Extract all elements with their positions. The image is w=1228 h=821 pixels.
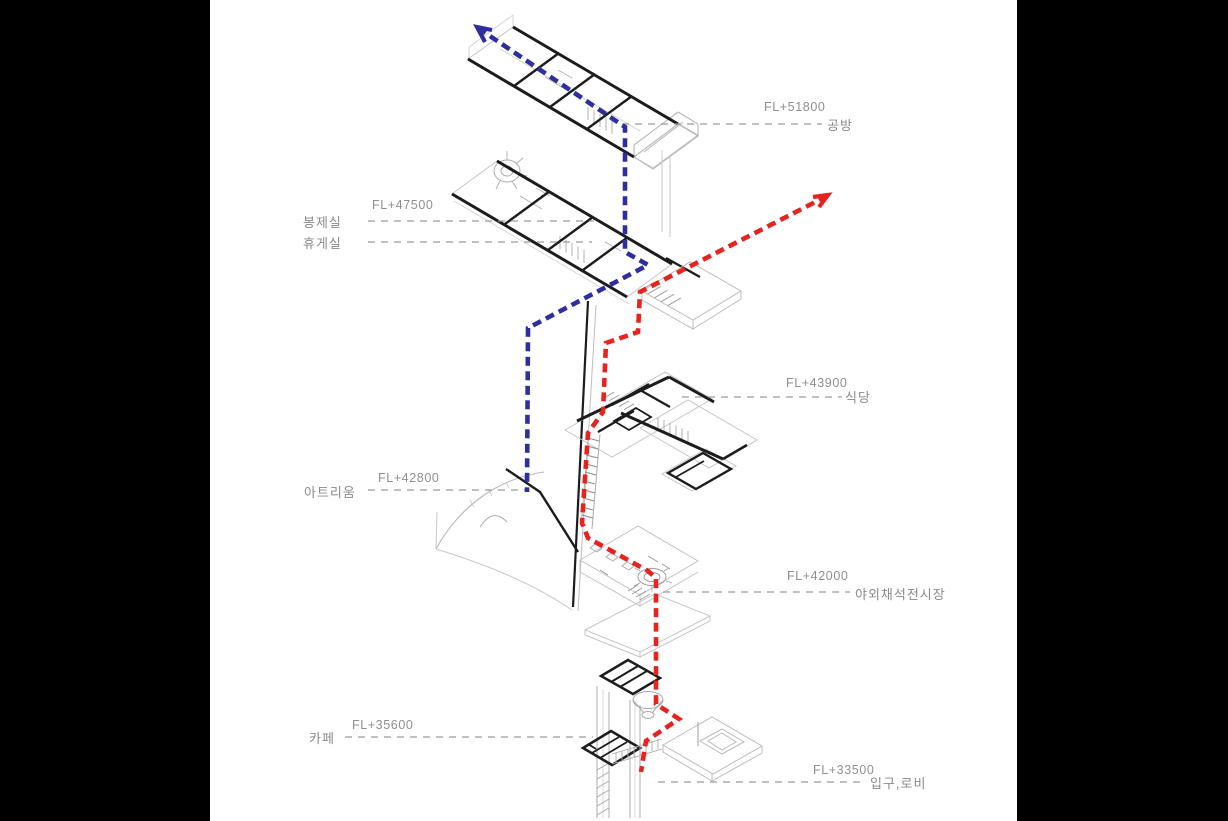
rooftop-ribs bbox=[610, 665, 648, 688]
end-box bbox=[633, 111, 699, 170]
upper-deck bbox=[579, 525, 699, 607]
arch-opening bbox=[479, 515, 508, 528]
cross-walls bbox=[504, 190, 701, 279]
detached-room-wall bbox=[675, 460, 705, 478]
label-level-quarry: FL+42000 bbox=[787, 569, 848, 583]
cross-walls bbox=[513, 52, 633, 130]
planters bbox=[589, 543, 635, 571]
inner-room bbox=[612, 406, 653, 432]
landing-steps bbox=[640, 282, 682, 307]
building-level-42000-quarry-terrace bbox=[579, 525, 712, 658]
colonnade-ticks bbox=[657, 417, 689, 443]
roof-edge bbox=[505, 468, 580, 553]
route-red-arrowhead-icon bbox=[812, 192, 833, 209]
lower-plate bbox=[583, 593, 712, 658]
label-level-atrium: FL+42800 bbox=[378, 471, 439, 485]
tower-hatching bbox=[596, 762, 610, 816]
slab-line bbox=[453, 200, 630, 305]
detached-room bbox=[665, 451, 734, 491]
label-level-dining: FL+43900 bbox=[786, 376, 847, 390]
label-room-lounge: 휴게실 bbox=[303, 236, 342, 251]
route-blue-dashed bbox=[476, 26, 653, 493]
label-room-lobby: 입구,로비 bbox=[870, 776, 926, 791]
label-room-workshop: 공방 bbox=[827, 118, 853, 133]
shell-top-curve bbox=[435, 471, 545, 550]
building-level-47500-sewing bbox=[451, 150, 742, 612]
shell-base-curve bbox=[435, 511, 573, 611]
route-red-dashed bbox=[579, 193, 829, 773]
label-level-cafe: FL+35600 bbox=[352, 718, 413, 732]
label-room-dining: 식당 bbox=[845, 390, 871, 405]
paper bbox=[210, 0, 1017, 821]
label-level-sewing: FL+47500 bbox=[372, 198, 433, 212]
label-level-lobby: FL+33500 bbox=[813, 763, 874, 777]
skylight-funnel-sides bbox=[632, 699, 664, 714]
label-leader-lines bbox=[345, 123, 866, 783]
label-room-sewing: 봉제실 bbox=[303, 215, 342, 230]
rooftop-outline bbox=[598, 658, 663, 696]
mast-edge-black bbox=[571, 300, 590, 608]
long-stair-treads bbox=[581, 437, 600, 519]
shaft-lines bbox=[661, 150, 671, 237]
pavilion-ticks bbox=[633, 567, 673, 592]
railing bbox=[611, 738, 663, 765]
label-room-atrium: 아트리움 bbox=[304, 485, 356, 500]
deck-steps-details bbox=[599, 555, 671, 601]
stair-landing bbox=[641, 261, 742, 330]
tower-columns bbox=[596, 686, 641, 818]
label-level-workshop: FL+51800 bbox=[764, 100, 825, 114]
walls bbox=[467, 25, 679, 159]
wall-end bbox=[722, 443, 748, 461]
building-levels-35600-33500-cafe-lobby bbox=[580, 658, 764, 818]
level-labels: FL+51800 공방 FL+47500 봉제실 휴게실 FL+43900 식당… bbox=[303, 100, 946, 791]
entrance-plaza bbox=[661, 716, 764, 782]
tower-inner-lines bbox=[602, 689, 636, 818]
walls bbox=[451, 159, 673, 299]
label-room-quarry: 야외채석전시장 bbox=[855, 587, 946, 602]
route-blue-arrowhead-icon bbox=[473, 24, 493, 43]
cafe-partitions bbox=[587, 736, 628, 759]
label-room-cafe: 카페 bbox=[309, 731, 335, 746]
shell-hatching bbox=[469, 476, 528, 508]
skylight-funnel-base bbox=[641, 711, 655, 719]
circulation-routes bbox=[473, 24, 833, 773]
